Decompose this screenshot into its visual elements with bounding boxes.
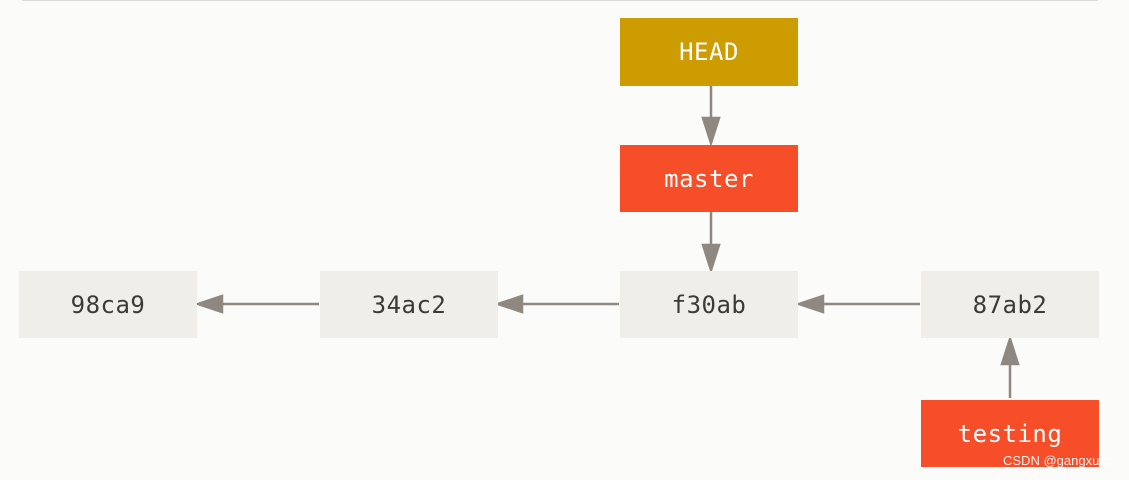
arrow-head-to-master (701, 86, 721, 148)
commit-box-98ca9[interactable]: 98ca9 (19, 271, 197, 338)
arrow-87ab2-to-f30ab (795, 294, 920, 314)
watermark-text: CSDN @gangxuec (1003, 453, 1114, 468)
top-divider (22, 0, 1098, 1)
arrow-testing-to-87ab2 (1000, 334, 1020, 398)
branch-testing-box[interactable]: testing (921, 400, 1099, 467)
arrow-34ac2-to-98ca9 (194, 294, 319, 314)
commit-box-f30ab[interactable]: f30ab (620, 271, 798, 338)
branch-master-box[interactable]: master (620, 145, 798, 212)
commit-box-87ab2[interactable]: 87ab2 (921, 271, 1099, 338)
head-pointer-box[interactable]: HEAD (620, 18, 798, 86)
arrow-f30ab-to-34ac2 (494, 294, 619, 314)
arrow-master-to-f30ab (701, 212, 721, 275)
commit-box-34ac2[interactable]: 34ac2 (320, 271, 498, 338)
